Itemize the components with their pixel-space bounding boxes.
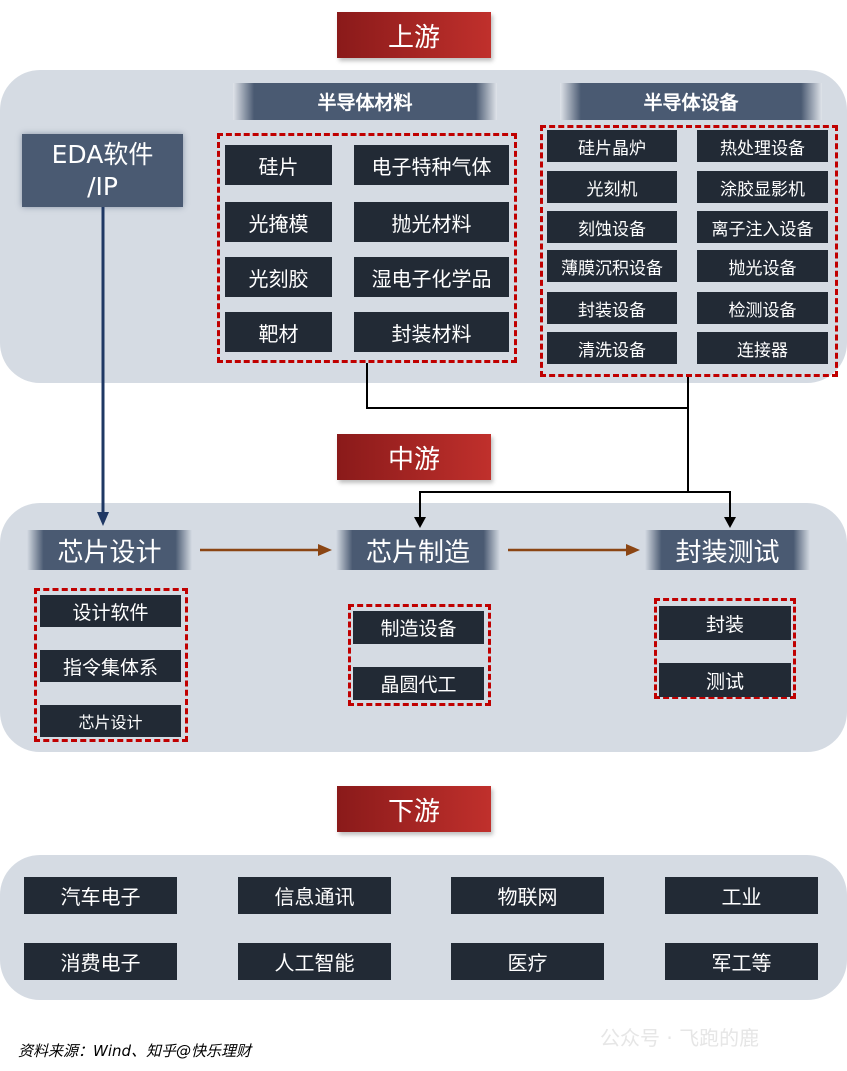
downstream-item: 物联网 bbox=[451, 877, 604, 914]
packaging-group bbox=[654, 598, 796, 699]
material-item: 靶材 bbox=[225, 312, 332, 352]
design-item: 设计软件 bbox=[40, 595, 181, 627]
downstream-item: 军工等 bbox=[665, 943, 818, 980]
design-item: 芯片设计 bbox=[40, 705, 181, 737]
connector-line bbox=[366, 363, 368, 409]
material-item: 光掩模 bbox=[225, 202, 332, 242]
equipment-item: 离子注入设备 bbox=[697, 211, 828, 243]
equipment-item: 薄膜沉积设备 bbox=[547, 250, 677, 282]
stage-label-upstream: 上游 bbox=[337, 12, 491, 58]
material-item: 光刻胶 bbox=[225, 257, 332, 297]
manufacturing-item: 制造设备 bbox=[353, 611, 484, 644]
source-note: 资料来源：Wind、知乎@快乐理财 bbox=[18, 1042, 252, 1060]
equipment-item: 硅片晶炉 bbox=[547, 130, 677, 162]
connector-line bbox=[419, 491, 731, 493]
material-item: 电子特种气体 bbox=[354, 145, 509, 185]
connector-line bbox=[687, 377, 689, 493]
arrow-head-down-icon bbox=[414, 517, 426, 528]
material-item: 封装材料 bbox=[354, 312, 509, 352]
equipment-item: 光刻机 bbox=[547, 171, 677, 203]
equipment-item: 连接器 bbox=[697, 332, 828, 364]
manufacturing-header: 芯片制造 bbox=[336, 530, 500, 570]
downstream-item: 汽车电子 bbox=[24, 877, 177, 914]
connector-line bbox=[366, 407, 689, 409]
downstream-item: 工业 bbox=[665, 877, 818, 914]
manufacturing-item: 晶圆代工 bbox=[353, 667, 484, 700]
arrow-head-down-icon bbox=[724, 517, 736, 528]
stage-label-midstream: 中游 bbox=[337, 434, 491, 480]
eda-line2: /IP bbox=[87, 172, 118, 201]
downstream-item: 人工智能 bbox=[238, 943, 391, 980]
equipment-item: 涂胶显影机 bbox=[697, 171, 828, 203]
equipment-group bbox=[540, 125, 838, 377]
packaging-item: 测试 bbox=[659, 663, 791, 697]
flow-arrow-head-icon bbox=[626, 544, 640, 556]
flow-arrow-head-icon bbox=[318, 544, 332, 556]
material-item: 抛光材料 bbox=[354, 202, 509, 242]
material-item: 湿电子化学品 bbox=[354, 257, 509, 297]
equipment-item: 刻蚀设备 bbox=[547, 211, 677, 243]
material-item: 硅片 bbox=[225, 145, 332, 185]
materials-header: 半导体材料 bbox=[233, 83, 497, 120]
connector-line bbox=[729, 491, 731, 519]
packaging-header: 封装测试 bbox=[645, 530, 810, 570]
connector-line bbox=[419, 491, 421, 519]
manufacturing-group bbox=[348, 604, 491, 706]
downstream-item: 医疗 bbox=[451, 943, 604, 980]
equipment-item: 清洗设备 bbox=[547, 332, 677, 364]
stage-label-downstream: 下游 bbox=[337, 786, 491, 832]
equipment-item: 热处理设备 bbox=[697, 130, 828, 162]
equipment-header: 半导体设备 bbox=[560, 83, 822, 120]
materials-group bbox=[217, 133, 517, 363]
equipment-item: 封装设备 bbox=[547, 292, 677, 324]
downstream-item: 信息通讯 bbox=[238, 877, 391, 914]
eda-line1: EDA软件 bbox=[51, 140, 154, 169]
design-header: 芯片设计 bbox=[27, 530, 192, 570]
design-item: 指令集体系 bbox=[40, 650, 181, 682]
packaging-item: 封装 bbox=[659, 606, 791, 640]
eda-arrow-head-icon bbox=[97, 512, 109, 526]
design-group bbox=[34, 588, 188, 742]
downstream-item: 消费电子 bbox=[24, 943, 177, 980]
watermark: 公众号 · 飞跑的鹿 bbox=[600, 1026, 760, 1050]
eda-ip-box: EDA软件/IP bbox=[22, 134, 183, 207]
equipment-item: 抛光设备 bbox=[697, 250, 828, 282]
equipment-item: 检测设备 bbox=[697, 292, 828, 324]
